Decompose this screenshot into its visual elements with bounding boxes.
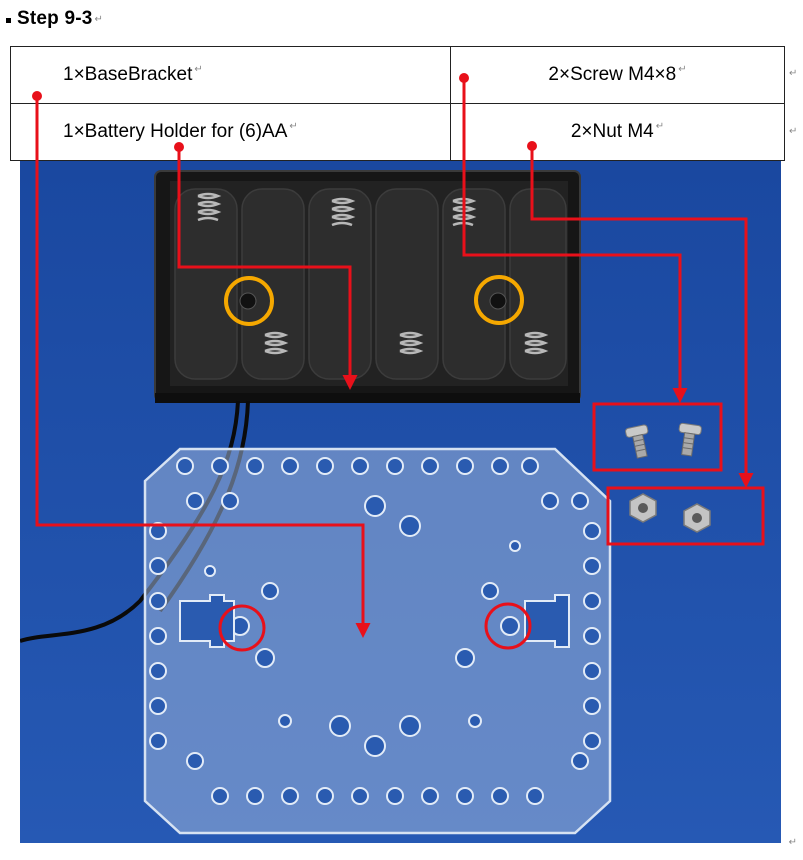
table-cell: 2×Nut M4↵ — [450, 103, 785, 161]
paragraph-mark-icon: ↵ — [289, 121, 298, 132]
paragraph-mark-icon: ↵ — [789, 126, 798, 137]
bullet-icon — [6, 17, 11, 23]
paragraph-mark-icon: ↵ — [678, 64, 687, 75]
paragraph-mark-icon: ↵ — [194, 64, 203, 75]
assembly-illustration — [20, 161, 781, 843]
battery-holder — [154, 170, 581, 403]
paragraph-mark-icon: ↵ — [94, 13, 103, 25]
part-label-battery-holder: 1×Battery Holder for (6)AA — [63, 121, 288, 142]
assembly-photo — [20, 161, 781, 843]
table-cell: 1×Battery Holder for (6)AA↵ — [10, 103, 451, 161]
paragraph-mark-icon: ↵ — [789, 68, 798, 79]
paragraph-mark-icon: ↵ — [788, 837, 797, 848]
part-label-screw: 2×Screw M4×8 — [548, 64, 677, 85]
table-row: 1×BaseBracket↵ 2×Screw M4×8↵ — [10, 46, 785, 104]
step-heading: Step 9-3 ↵ — [6, 4, 103, 34]
part-label-base-bracket: 1×BaseBracket — [63, 64, 193, 85]
step-title: Step 9-3 — [17, 8, 93, 29]
part-label-nut: 2×Nut M4 — [570, 121, 654, 142]
table-cell: 2×Screw M4×8↵ — [450, 46, 785, 104]
table-row: 1×Battery Holder for (6)AA↵ 2×Nut M4↵ — [10, 103, 785, 161]
parts-table: 1×BaseBracket↵ 2×Screw M4×8↵ 1×Battery H… — [10, 46, 785, 161]
base-bracket — [143, 447, 612, 835]
paragraph-mark-icon: ↵ — [655, 121, 665, 132]
table-cell: 1×BaseBracket↵ — [10, 46, 451, 104]
